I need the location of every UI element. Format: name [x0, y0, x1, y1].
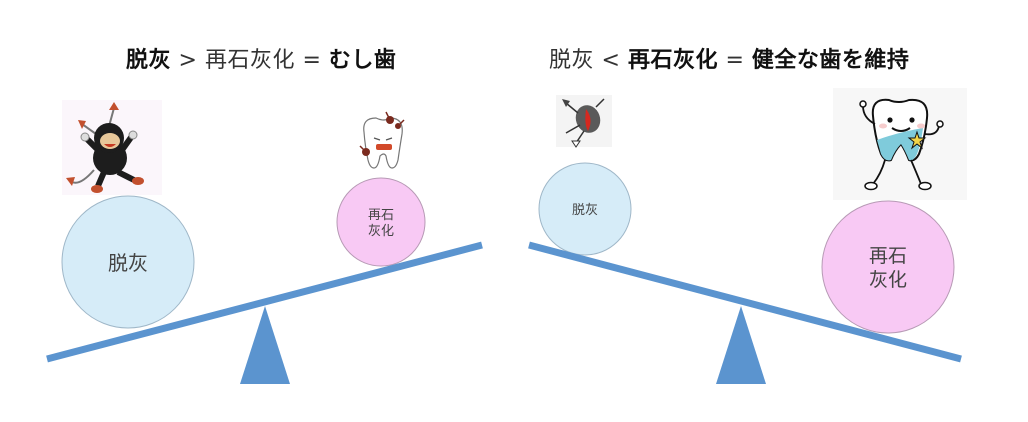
left-title: 脱灰 > 再石灰化 = むし歯 [126, 42, 396, 74]
right-title-op1: < [601, 48, 621, 73]
left-title-demineral: 脱灰 [126, 48, 172, 73]
left-demineral-label: 脱灰 [108, 251, 148, 275]
left-remineral-label-line1: 再石 [368, 208, 394, 223]
right-demineral-circle [538, 162, 632, 256]
right-title: 脱灰 < 再石灰化 = 健全な歯を維持 [549, 42, 909, 74]
right-title-remineral: 再石灰化 [627, 48, 718, 73]
left-title-op1: > [178, 48, 198, 73]
left-remineral-label-line2: 灰化 [368, 224, 394, 239]
left-title-result: むし歯 [328, 48, 397, 73]
right-title-result: 健全な歯を維持 [751, 48, 910, 73]
left-title-op2: = [302, 48, 322, 73]
right-remineral-label-line1: 再石 [869, 245, 907, 267]
left-fulcrum [240, 306, 290, 384]
right-remineral-label-line2: 灰化 [869, 269, 907, 291]
decayed-tooth-icon [359, 111, 405, 169]
left-demineral-circle [61, 195, 195, 329]
right-seesaw: 脱灰 再石 灰化 [528, 88, 967, 384]
right-demineral-label: 脱灰 [572, 203, 598, 218]
right-beam [528, 241, 962, 363]
left-seesaw: 脱灰 再石 灰化 [46, 100, 483, 384]
defeated-bacteria-icon [556, 95, 612, 148]
left-beam [46, 241, 483, 363]
right-fulcrum [716, 306, 766, 384]
left-remineral-circle [336, 177, 426, 267]
right-title-demineral: 脱灰 [549, 48, 595, 73]
left-title-remineral: 再石灰化 [204, 48, 295, 73]
healthy-tooth-icon [833, 88, 967, 200]
right-title-op2: = [725, 48, 745, 73]
cavity-devil-icon [62, 100, 162, 195]
right-remineral-circle [821, 200, 955, 334]
